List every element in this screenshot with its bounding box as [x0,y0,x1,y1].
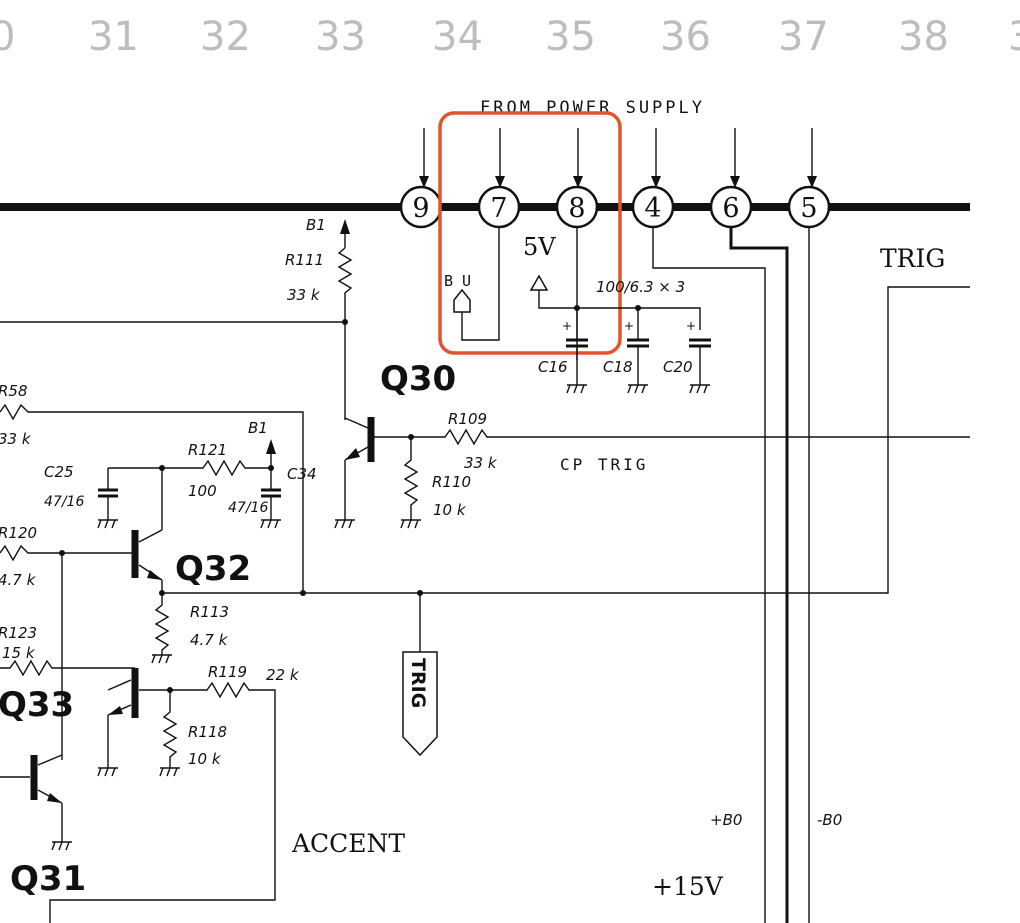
ruler-number: 38 [898,14,949,60]
b1-top-label: B1 [306,216,326,234]
q33-label: Q33 [0,685,74,725]
ruler-number: 35 [545,14,596,60]
r109-label: R109 [448,410,487,428]
r58-value: 33 k [0,430,32,448]
c20-label: C20 [663,358,693,376]
ruler-number: 33 [315,14,366,60]
ruler-number: 32 [200,14,251,60]
q31-label: Q31 [10,859,86,899]
b1-mid-label: B1 [248,419,268,437]
trig-top-label: TRIG [880,244,945,273]
r110-label: R110 [432,473,471,491]
five-v-label: 5V [523,233,556,261]
bu-label: B U [444,272,471,290]
c34-value: 47/16 [228,500,268,516]
r120-resistor [0,544,135,562]
connector-number: 4 [644,193,661,224]
q33-transistor [97,668,170,777]
svg-text:+: + [624,319,634,333]
trig-tag-label: TRIG [407,658,429,708]
trig-tag-arrow-icon [402,651,438,757]
c34-label: C34 [287,465,317,483]
plus-b0-wire [652,227,766,923]
r58-resistor [0,403,304,593]
minus-b0-label: -B0 [817,811,842,829]
connector-number: 5 [800,193,817,224]
r109-resistor [418,428,970,446]
r123-resistor [0,659,135,677]
r109-value: 33 k [464,454,498,472]
r121-label: R121 [188,441,227,459]
r120-value: 4.7 k [0,571,37,589]
r111-value: 33 k [287,286,321,304]
r113-value: 4.7 k [190,631,229,649]
r123-label: R123 [0,624,37,642]
r58-label: R58 [0,382,28,400]
capacitor-c18: + [624,308,649,394]
r110-resistor [403,437,419,520]
highlight-box [438,111,622,355]
r113-resistor [154,593,170,655]
svg-text:+: + [562,319,572,333]
bu-arrow-icon [453,288,471,313]
c25-value: 47/16 [44,494,84,510]
q30-label: Q30 [380,359,456,399]
svg-text:+: + [686,319,696,333]
ruler-number: 36 [660,14,711,60]
r118-resistor [162,690,178,768]
q32-transistor [131,468,163,593]
r118-label: R118 [188,723,227,741]
cp-trig-label: CP TRIG [560,455,648,474]
trig-wire [300,286,970,594]
cap-rail [538,290,701,330]
connector-pins: 9 7 8 4 6 5 [399,185,831,229]
five-v-arrow-icon [529,274,549,291]
r121-resistor [108,459,271,477]
supply-arrows [419,128,817,188]
connector-number: 6 [722,193,739,224]
accent-label: ACCENT [291,829,405,858]
r113-label: R113 [190,603,229,621]
plus-b0-label: +B0 [710,811,742,829]
q32-label: Q32 [175,549,251,589]
r110-value: 10 k [433,501,467,519]
r111-resistor [337,247,353,420]
plus-15v-wire [729,227,789,923]
ruler: 0 31 32 33 34 35 36 37 38 3 [0,14,1020,60]
ruler-number: 37 [778,14,829,60]
bu-wire [461,227,500,341]
capacitor-c16: + [562,308,588,394]
r121-value: 100 [188,482,217,500]
connector-number: 7 [490,193,507,224]
from-power-supply-label: FROM POWER SUPPLY [480,98,705,118]
ruler-number: 3 [1008,14,1020,60]
q31-transistor [0,754,72,851]
r111-label: R111 [285,251,324,269]
b1-top-arrow [340,219,350,248]
r123-value: 15 k [2,644,36,662]
b1-mid-arrow [266,439,276,468]
r119-resistor [49,681,276,923]
r118-value: 10 k [188,750,222,768]
ruler-number: 31 [88,14,139,60]
r120-label: R120 [0,524,37,542]
cap-spec-label: 100/6.3 × 3 [596,278,685,296]
c16-label: C16 [538,358,568,376]
capacitor-c34 [260,468,281,529]
q30-transistor [334,417,418,529]
capacitor-c20: + [686,319,711,394]
c18-label: C18 [603,358,633,376]
ruler-number: 34 [432,14,483,60]
r119-value: 22 k [266,666,300,684]
capacitor-c25 [97,468,118,529]
ruler-number: 0 [0,14,15,60]
plus-15v-label: +15V [652,872,724,901]
r119-label: R119 [208,663,247,681]
connector-number: 9 [412,193,429,224]
connector-number: 8 [568,193,585,224]
c25-label: C25 [44,463,74,481]
